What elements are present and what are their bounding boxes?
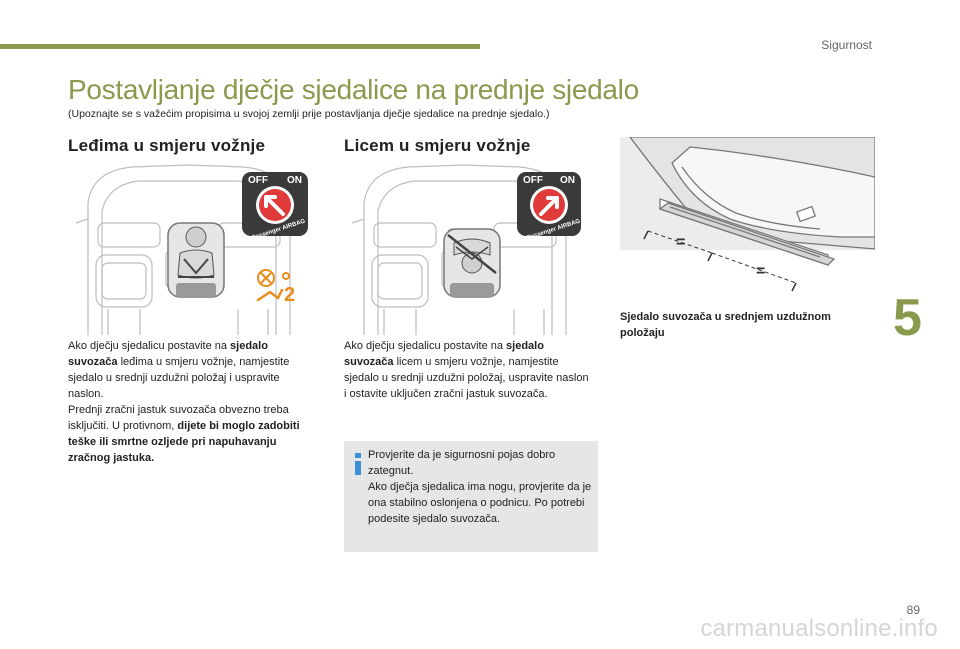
airbag-off-label: OFF — [248, 175, 268, 186]
seat-cushion — [629, 137, 875, 250]
fwd-p1-post: licem u smjeru vožnje, namjestite sjedal… — [344, 356, 589, 400]
equal-mark-left: = — [676, 234, 686, 251]
info-line-1: Provjerite da je sigurnosni pojas dobro … — [368, 449, 556, 477]
header-accent-bar — [0, 44, 480, 49]
info-icon — [355, 453, 361, 475]
airbag-warning-symbol: 2 — [252, 268, 304, 308]
section-name: Sigurnost — [821, 38, 872, 52]
watermark: carmanualsonline.info — [700, 615, 938, 642]
rear-p2-pre: Prednji zračni jastuk suvozača obvezno t… — [68, 404, 289, 432]
airbag-indicator-on: OFF ON Passenger AIRBAG — [517, 172, 581, 241]
child-seat-forward-facing — [443, 228, 501, 298]
warning-number: 2 — [284, 284, 296, 306]
airbag-indicator-off: OFF ON Passenger AIRBAG — [242, 172, 308, 241]
rear-facing-car-illustration — [75, 164, 305, 335]
airbag-off-label: OFF — [523, 175, 543, 186]
forward-facing-car-illustration — [351, 164, 581, 335]
airbag-on-label: ON — [287, 175, 302, 186]
equal-mark-right: = — [756, 263, 766, 280]
seat-rail-illustration — [620, 137, 875, 292]
fwd-p1-bold: sjedalo suvozača — [344, 340, 544, 368]
page-subtitle: (Upoznajte se s važećim propisima u svoj… — [68, 108, 550, 120]
seat-rail — [658, 198, 836, 266]
info-text: Provjerite da je sigurnosni pojas dobro … — [368, 447, 594, 527]
child-seat-rear-facing — [167, 222, 225, 298]
rear-p2-bold: dijete bi moglo zadobiti teške ili smrtn… — [68, 420, 300, 464]
seat-position-caption: Sjedalo suvozača u srednjem uzdužnom pol… — [620, 311, 831, 339]
rear-p1-bold: sjedalo suvozača — [68, 340, 268, 368]
info-box: Provjerite da je sigurnosni pojas dobro … — [344, 441, 598, 552]
crossed-airbag-icon — [256, 269, 290, 302]
airbag-arrow-icon — [530, 186, 568, 224]
heading-rear-facing: Leđima u smjeru vožnje — [68, 136, 266, 155]
position-dimension-arrows — [647, 230, 797, 284]
fwd-p1-pre: Ako dječju sjedalicu postavite na — [344, 340, 507, 352]
rear-facing-text: Ako dječju sjedalicu postavite na sjedal… — [68, 338, 316, 466]
chapter-number: 5 — [893, 289, 922, 347]
page-number: 89 — [906, 603, 920, 617]
forward-facing-text: Ako dječju sjedalicu postavite na sjedal… — [344, 338, 592, 402]
position-tick-marks — [643, 230, 797, 292]
heading-forward-facing: Licem u smjeru vožnje — [344, 136, 531, 155]
airbag-arrow-icon — [256, 186, 294, 224]
rear-p1-pre: Ako dječju sjedalicu postavite na — [68, 340, 231, 352]
info-line-2: Ako dječja sjedalica ima nogu, provjerit… — [368, 481, 592, 525]
airbag-on-label: ON — [560, 175, 575, 186]
page-title: Postavljanje dječje sjedalice na prednje… — [68, 74, 639, 105]
rear-p1-post: leđima u smjeru vožnje, namjestite sjeda… — [68, 356, 290, 400]
